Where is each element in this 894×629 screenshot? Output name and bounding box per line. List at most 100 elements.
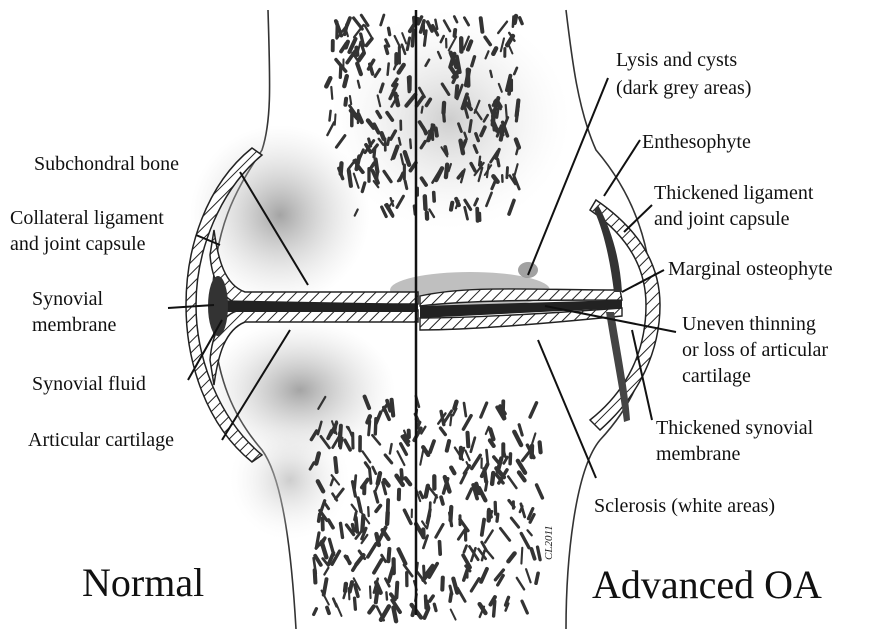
trabecula-stroke [401, 470, 402, 479]
label-thickened-ligament-line1: Thickened ligament [654, 182, 814, 204]
trabecula-stroke [444, 103, 445, 113]
trabecula-stroke [422, 521, 426, 527]
title-normal: Normal [82, 560, 204, 605]
trabecula-stroke [335, 458, 336, 472]
label-sclerosis: Sclerosis (white areas) [594, 495, 775, 517]
trabecula-stroke [397, 451, 404, 465]
trabecula-stroke [532, 433, 535, 443]
trabecula-stroke [451, 610, 456, 620]
trabecula-stroke [435, 20, 437, 29]
label-lysis-line1: Lysis and cysts [616, 49, 737, 71]
trabecula-stroke [430, 503, 431, 516]
trabecula-stroke [422, 107, 423, 113]
trabecula-stroke [349, 588, 350, 599]
trabecula-stroke [471, 438, 475, 452]
trabecula-stroke [392, 400, 394, 416]
trabecula-stroke [538, 547, 541, 560]
trabecula-stroke [345, 99, 346, 105]
trabecula-stroke [353, 525, 355, 531]
trabecula-stroke [486, 482, 487, 491]
trabecula-stroke [370, 470, 371, 484]
trabecula-stroke [445, 147, 447, 154]
oa-joint [420, 200, 660, 430]
label-marginal-osteophyte: Marginal osteophyte [668, 258, 833, 280]
trabecula-stroke [368, 507, 369, 516]
label-collateral-ligament-line2: and joint capsule [10, 233, 146, 255]
trabecula-stroke [369, 139, 371, 146]
trabecula-stroke [354, 18, 363, 29]
trabecula-stroke [521, 548, 522, 564]
trabecula-stroke [330, 111, 331, 121]
trabecula-stroke [517, 578, 524, 590]
trabecula-stroke [335, 114, 336, 124]
trabecula-stroke [508, 477, 516, 489]
trabecula-stroke [480, 162, 481, 168]
trabecula-stroke [376, 591, 378, 603]
trabecula-stroke [465, 451, 469, 461]
trabecula-stroke [508, 553, 514, 561]
trabecula-stroke [378, 473, 380, 483]
trabecula-stroke [468, 70, 469, 86]
trabecula-stroke [376, 176, 378, 183]
trabecula-stroke [511, 518, 518, 527]
trabecula-stroke [455, 30, 456, 36]
trabecula-stroke [333, 599, 336, 607]
trabecula-stroke [356, 518, 357, 532]
trabecula-stroke [487, 450, 488, 463]
trabecula-stroke [316, 453, 319, 463]
trabecula-stroke [494, 601, 495, 616]
trabecula-stroke [490, 429, 493, 439]
trabecula-stroke [461, 141, 464, 154]
trabecula-stroke [429, 131, 430, 138]
trabecula-stroke [347, 18, 350, 25]
trabecula-stroke [516, 140, 519, 148]
trabecula-stroke [370, 586, 371, 598]
trabecula-stroke [363, 452, 371, 463]
trabecula-stroke [417, 422, 420, 428]
trabecula-stroke [362, 516, 363, 531]
trabecula-stroke [494, 457, 499, 463]
trabecula-stroke [472, 455, 481, 468]
trabecula-stroke [373, 467, 376, 474]
trabecula-stroke [481, 569, 487, 582]
trabecula-stroke [471, 579, 479, 591]
trabecula-stroke [384, 480, 388, 486]
trabecula-stroke [350, 582, 352, 592]
trabecula-stroke [492, 473, 493, 484]
label-articular-cartilage: Articular cartilage [28, 429, 174, 451]
trabecula-stroke [404, 510, 411, 523]
trabecula-stroke [507, 168, 508, 178]
trabecula-stroke [481, 18, 483, 32]
trabecula-stroke [434, 193, 435, 202]
trabecula-stroke [482, 542, 487, 551]
trabecula-stroke [358, 498, 361, 512]
label-thickened-ligament-line2: and joint capsule [654, 208, 790, 230]
trabecula-stroke [374, 560, 382, 573]
trabecula-stroke [540, 442, 541, 452]
trabecula-stroke [464, 546, 467, 552]
trabecula-stroke [368, 544, 376, 557]
trabecula-stroke [500, 528, 509, 540]
trabecula-stroke [355, 598, 356, 609]
trabecula-stroke [531, 549, 534, 559]
trabecula-stroke [456, 86, 457, 97]
trabecula-stroke [315, 570, 316, 582]
trabecula-stroke [485, 531, 493, 543]
trabecula-stroke [498, 159, 499, 165]
trabecula-stroke [441, 497, 443, 504]
label-thickened-synovial-line1: Thickened synovial [656, 417, 814, 439]
trabecula-stroke [530, 403, 536, 417]
trabecula-stroke [314, 609, 317, 615]
trabecula-stroke [488, 552, 494, 559]
trabecula-stroke [350, 96, 351, 104]
trabecula-stroke [396, 583, 397, 598]
trabecula-stroke [528, 530, 532, 535]
trabecula-stroke [406, 478, 411, 484]
trabecula-stroke [440, 542, 441, 554]
trabecula-stroke [497, 109, 498, 117]
trabecula-stroke [420, 492, 423, 498]
trabecula-stroke [356, 555, 363, 564]
label-collateral-ligament-line1: Collateral ligament [10, 207, 164, 229]
trabecula-stroke [470, 121, 472, 132]
